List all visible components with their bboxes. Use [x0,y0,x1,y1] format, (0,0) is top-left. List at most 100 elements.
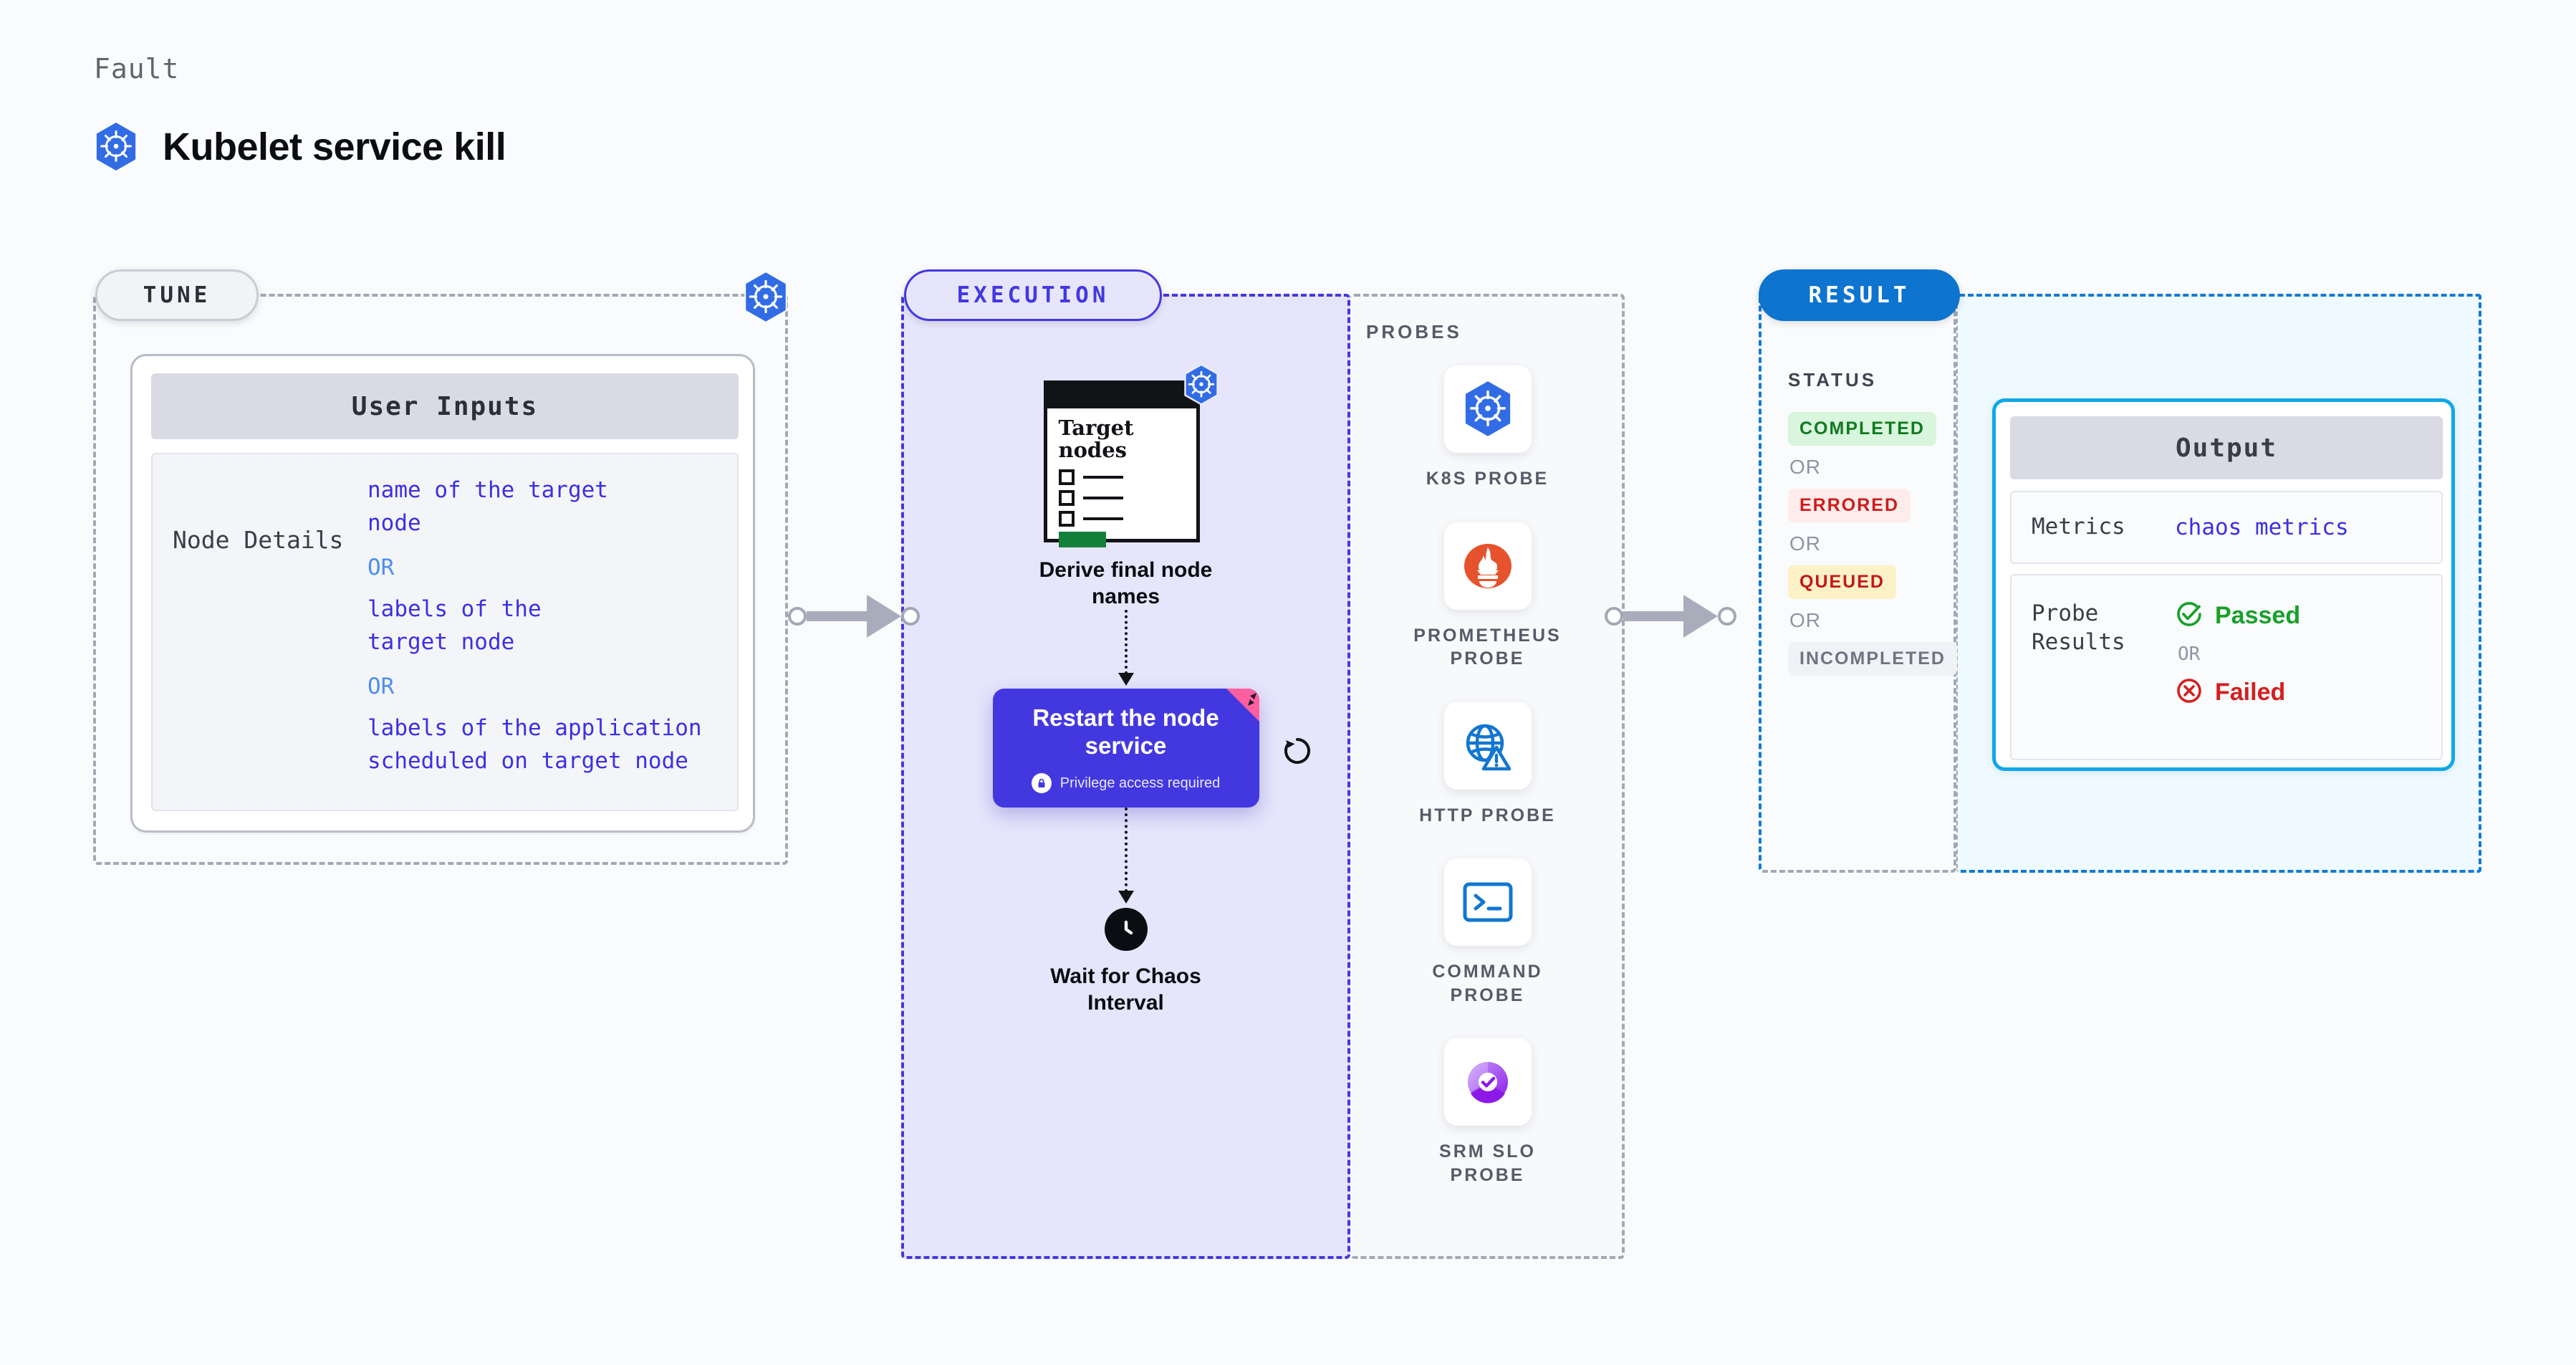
check-circle-icon [2175,600,2203,632]
status-title: STATUS [1788,369,1878,391]
progress-bar [1058,531,1106,547]
placeholder-line [1082,475,1123,479]
prometheus-icon [1443,522,1532,610]
restart-node-service-card[interactable]: Restart the node service Privilege acces… [992,689,1259,808]
probe-results-key-line2: Results [2032,628,2125,655]
privilege-note-text: Privilege access required [1059,775,1221,791]
stage-pill-tune[interactable]: TUNE [95,269,259,321]
node-checkbox-list [1058,469,1188,527]
lock-icon [1031,773,1052,794]
checkbox-icon [1058,489,1075,506]
or-separator: OR [367,674,395,700]
srm-slo-icon [1443,1038,1532,1126]
arrow-down-icon [1118,673,1134,686]
probe-item-k8s[interactable]: K8S PROBE [1395,365,1581,491]
or-separator: OR [1789,532,1821,555]
target-nodes-title-line2: nodes [1058,438,1127,463]
status-badge: ERRORED [1788,489,1911,522]
probe-label-line2: PROBE [1450,985,1525,1005]
connector-execution-to-result [1605,595,1736,638]
probe-item-command[interactable]: COMMAND PROBE [1395,858,1581,1007]
page-title: Kubelet service kill [94,122,506,172]
value-line: target node [367,629,515,656]
caption-line-1: Wait for Chaos [1050,964,1201,989]
execution-flow: Target nodes [901,363,1350,1016]
refresh-icon[interactable] [1279,733,1315,772]
probe-label: SRM SLO PROBE [1439,1140,1536,1187]
value-line: labels of the [367,596,542,623]
connector-node [1605,607,1623,626]
connector-node [788,607,807,626]
value-line: node [367,510,421,537]
page-title-text: Kubelet service kill [163,125,506,168]
list-item [1058,489,1188,506]
probe-result-passed: Passed [2175,600,2300,632]
kubernetes-icon [1443,365,1532,453]
probe-label-line1: HTTP PROBE [1419,805,1556,825]
probe-label: HTTP PROBE [1419,804,1556,828]
connector-node [1718,607,1736,626]
probe-result-failed: Failed [2175,676,2300,709]
status-badge: COMPLETED [1788,412,1936,446]
probes-list: K8S PROBE PROMETHEUS PROBE [1350,365,1625,1187]
or-separator: OR [367,555,395,581]
target-nodes-title-line1: Target [1058,416,1134,440]
status-badge: INCOMPLETED [1788,642,1957,676]
checkbox-icon [1058,469,1075,485]
probe-label: COMMAND PROBE [1432,960,1542,1007]
x-circle-icon [2175,676,2203,709]
restart-node-service-step: Restart the node service Privilege acces… [992,689,1310,808]
placeholder-line [1082,517,1123,520]
user-inputs-title: User Inputs [151,373,739,439]
probe-results-key: Probe Results [2012,600,2175,656]
wait-for-chaos-caption: Wait for Chaos Interval [1008,964,1244,1016]
connector-arrowhead [867,595,901,638]
flow-connector-2 [1118,808,1134,908]
stage-pill-execution[interactable]: EXECUTION [904,269,1162,321]
probe-item-prometheus[interactable]: PROMETHEUS PROBE [1395,522,1581,671]
output-title: Output [2010,416,2443,479]
kubernetes-icon [1183,363,1220,409]
derive-node-names-caption: Derive final node names [1008,557,1244,610]
kubernetes-icon [94,122,138,172]
or-separator: OR [2178,643,2201,665]
clock-icon [1104,908,1148,952]
list-item [1058,510,1188,527]
globe-warning-icon [1443,701,1532,790]
or-separator: OR [1789,609,1821,631]
input-row-values: name of the target node OR labels of the… [367,454,733,778]
caption-line-2: Interval [1087,990,1164,1015]
user-inputs-body: Node Details name of the target node OR … [151,453,739,811]
probe-label-line1: K8S PROBE [1426,469,1549,489]
metrics-value: chaos metrics [2175,514,2349,540]
user-inputs-card: User Inputs Node Details name of the tar… [130,354,755,833]
probe-label-line1: PROMETHEUS [1413,625,1562,646]
output-card: Output Metrics chaos metrics Probe Resul… [1992,398,2455,771]
flow-connector-1 [1118,610,1134,689]
action-title-line1: Restart the node [1032,704,1219,732]
arrow-down-icon [1118,891,1134,904]
list-item [1058,469,1188,485]
caption-line-1: Derive final node [1039,558,1213,582]
checkbox-icon [1058,510,1075,527]
metrics-key: Metrics [2032,514,2125,540]
probe-results-key-line1: Probe [2032,600,2099,626]
target-nodes-window: Target nodes [1043,363,1219,547]
probe-label-line2: PROBE [1450,648,1525,669]
kubernetes-icon [742,270,789,327]
probes-title: PROBES [1366,321,1462,343]
probe-results-values: Passed OR Failed [2175,600,2300,709]
probe-item-http[interactable]: HTTP PROBE [1395,701,1581,828]
privilege-note: Privilege access required [1031,773,1221,794]
probe-item-srm-slo[interactable]: SRM SLO PROBE [1395,1038,1581,1187]
connector-arrowhead [1683,595,1718,638]
terminal-icon [1443,858,1532,946]
input-row-key: Node Details [173,526,344,554]
output-row-probe-results: Probe Results Passed OR [2010,574,2443,760]
chaos-ribbon-icon [1221,689,1259,727]
value-line: scheduled on target node [367,748,688,775]
stage-pill-result[interactable]: RESULT [1759,269,1960,321]
failed-label: Failed [2215,679,2286,706]
status-list: COMPLETED OR ERRORED OR QUEUED OR INCOMP… [1788,412,1957,676]
